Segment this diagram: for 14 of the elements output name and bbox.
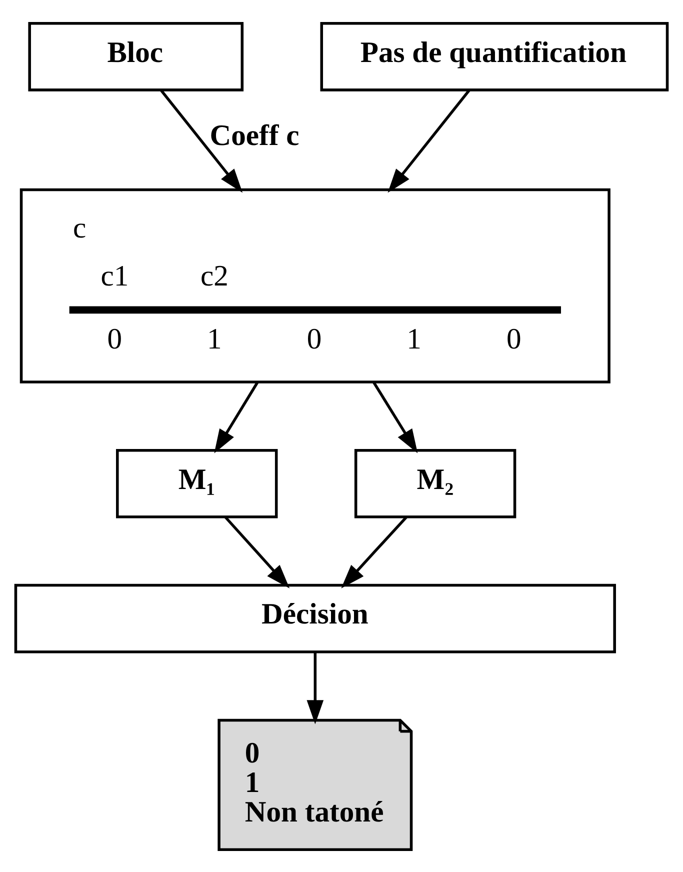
node-box: M₁ bbox=[116, 448, 278, 518]
arrow bbox=[214, 381, 259, 453]
arrow bbox=[160, 88, 243, 192]
arrow bbox=[372, 381, 418, 453]
edge-label: Coeff c bbox=[210, 120, 300, 152]
arrow bbox=[306, 652, 324, 724]
arrow bbox=[341, 516, 408, 588]
node-box: M₂ bbox=[354, 448, 516, 518]
node-box: Décision bbox=[14, 583, 616, 653]
node-box: Bloc bbox=[28, 22, 244, 91]
arrow bbox=[224, 516, 290, 588]
node-box: Pas de quantification bbox=[320, 22, 669, 91]
node-box: c c1 c2 0 1 0 1 0 bbox=[20, 188, 610, 383]
arrow bbox=[388, 88, 470, 192]
